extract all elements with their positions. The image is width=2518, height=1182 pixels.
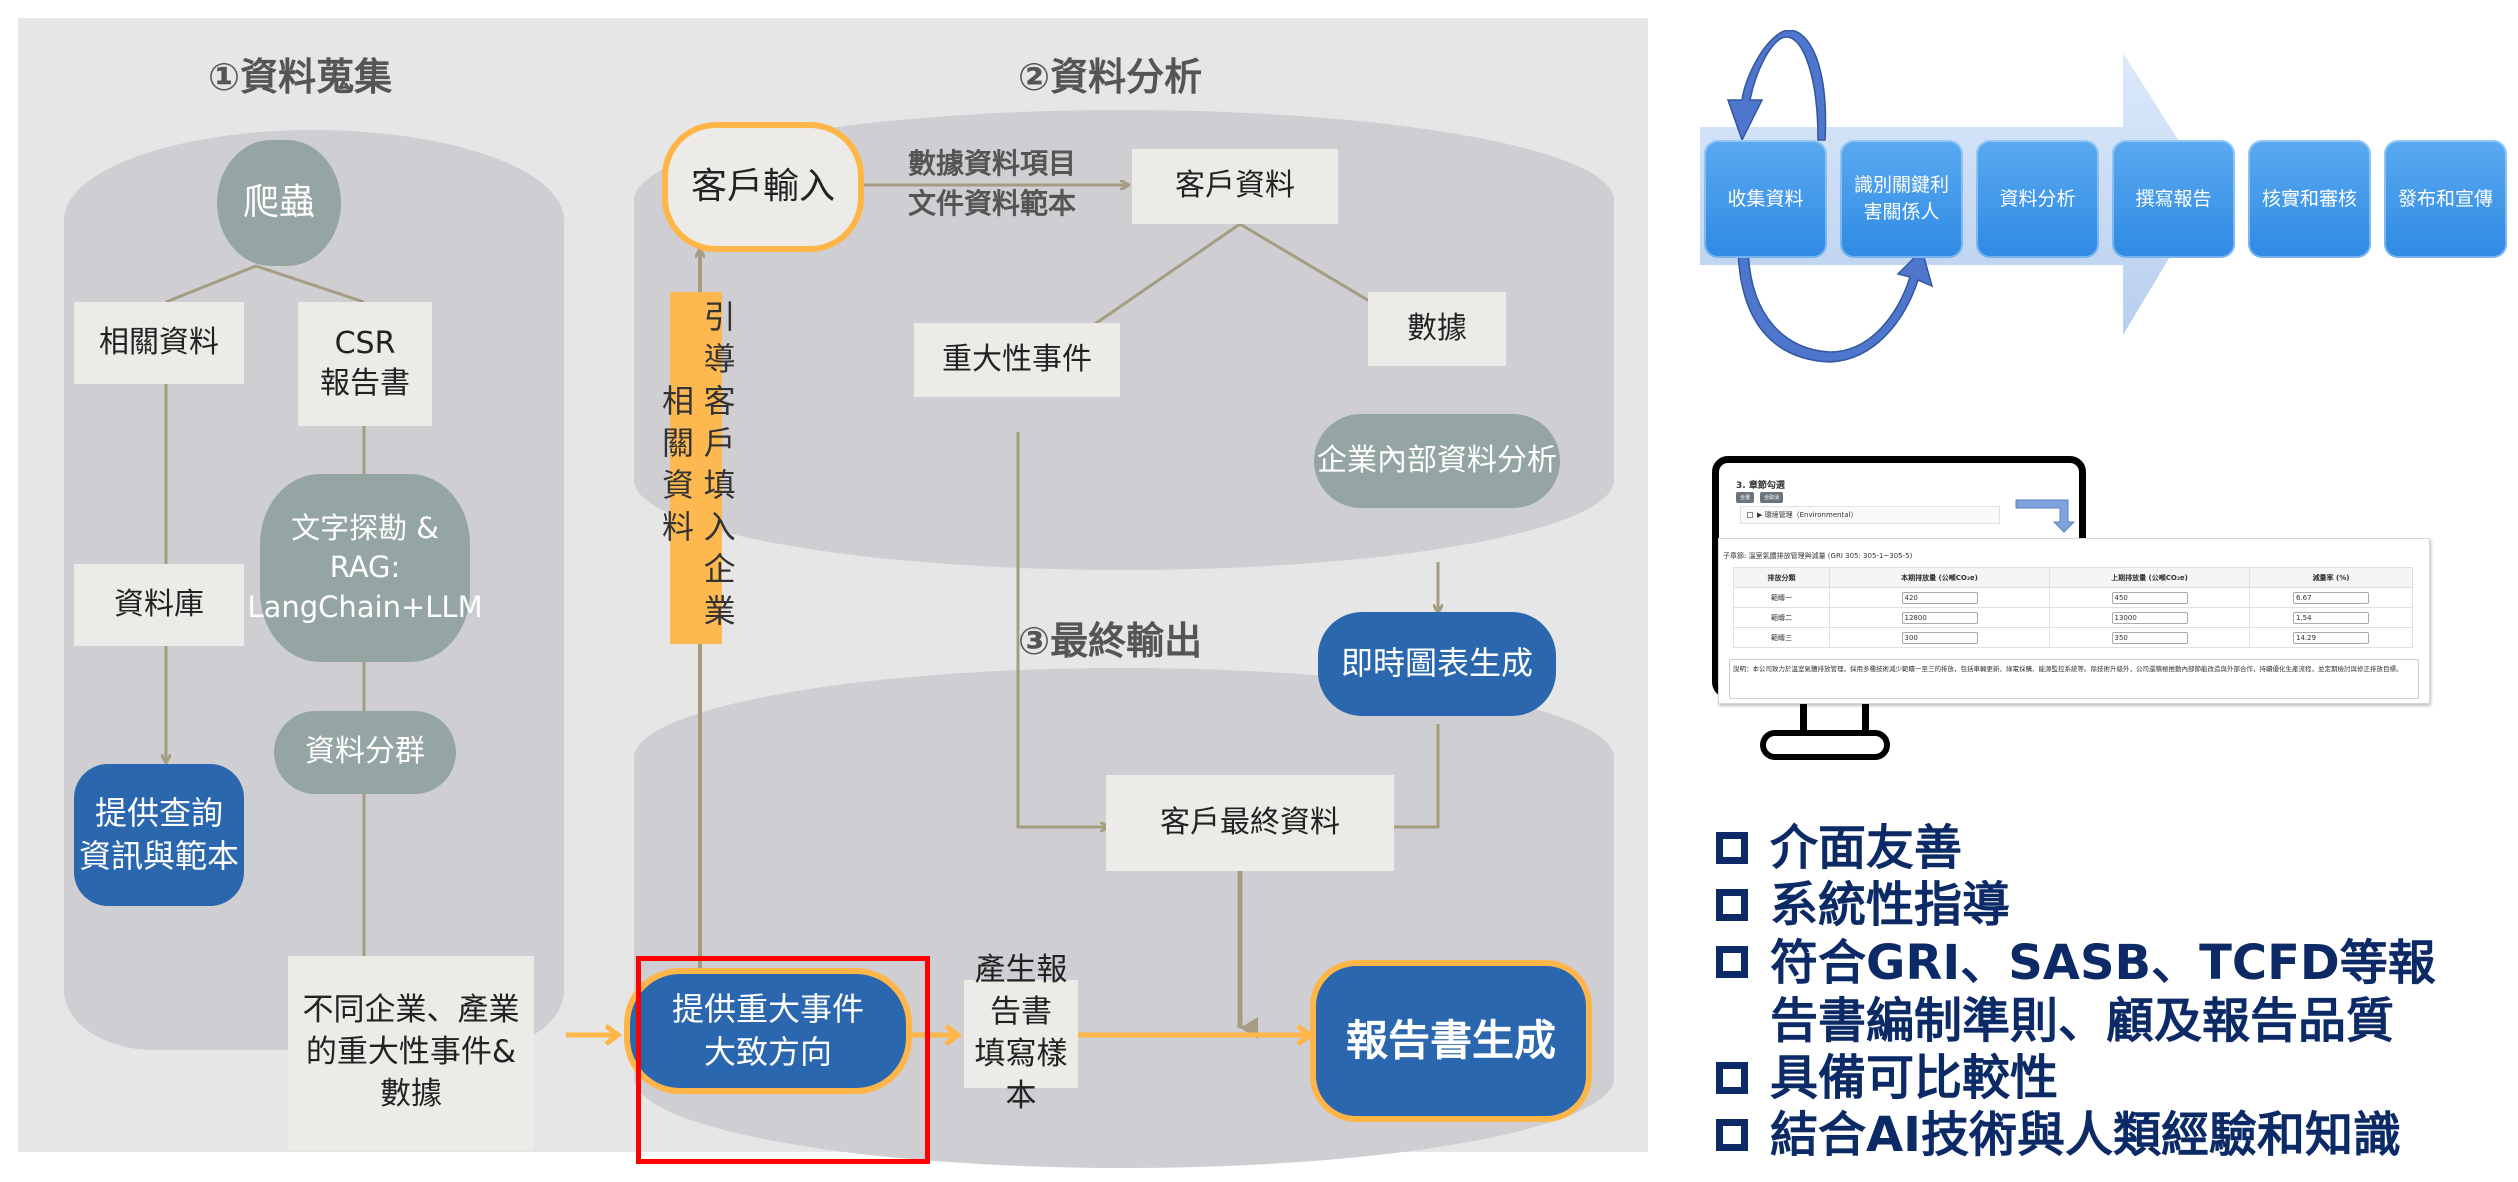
- feature-text: 介面友善: [1770, 820, 1963, 876]
- node-data: 數據: [1368, 292, 1506, 366]
- bent-arrow-icon: [2015, 499, 2076, 533]
- column-header: 減量率 (%): [2249, 567, 2413, 588]
- node-material-events: 重大性事件: [914, 323, 1120, 397]
- section-title-analysis: ②資料分析: [1018, 55, 1203, 99]
- subsection-title: 子章節: 溫室氣體排放管理與減量 (GRI 305: 305-1~305-5): [1723, 552, 1913, 560]
- process-step-5: 核實和審核: [2248, 140, 2371, 258]
- section-title-collection: ①資料蒐集: [208, 55, 393, 99]
- previous-emission-input[interactable]: 13000: [2111, 611, 2188, 624]
- chapter-item-environmental[interactable]: ▶ 環境管理（Environmental）: [1740, 506, 2000, 524]
- node-csr-report: CSR 報告書: [298, 302, 432, 426]
- highlight-box: [636, 956, 930, 1164]
- emission-table: 排放分類 本期排放量 (公噸CO₂e) 上期排放量 (公噸CO₂e) 減量率 (…: [1733, 567, 2413, 648]
- description-textarea[interactable]: 說明：本公司致力於溫室氣體排放管理，採用多種技術減少範疇一至三的排放，包括車輛更…: [1729, 659, 2419, 699]
- node-client-final-data: 客戶最終資料: [1106, 775, 1394, 871]
- chapter-checkbox[interactable]: [1747, 512, 1753, 518]
- monitor-stand-left: [1800, 698, 1807, 734]
- select-all-button[interactable]: 全選: [1736, 492, 1755, 503]
- table-row: 範疇三 300 350 14.29: [1733, 627, 2413, 648]
- process-step-1: 收集資料: [1704, 140, 1827, 258]
- guide-client-label: 引導客戶填入企業相關資料: [657, 292, 737, 644]
- process-step-4: 撰寫報告: [2112, 140, 2235, 258]
- node-realtime-chart-generation: 即時圖表生成: [1318, 612, 1556, 716]
- feature-item: 符合GRI、SASB、TCFD等報 告書編制準則、顧及報告品質: [1716, 934, 2436, 1050]
- node-industry-material-events: 不同企業、產業 的重大性事件& 數據: [288, 956, 534, 1150]
- feature-text: 符合GRI、SASB、TCFD等報 告書編制準則、顧及報告品質: [1770, 935, 2436, 1049]
- feature-text: 具備可比較性: [1770, 1050, 2059, 1106]
- node-client-input: 客戶輸入: [662, 122, 864, 252]
- node-report-sample: 產生報告書 填寫樣本: [964, 952, 1078, 1114]
- checkbox-icon: [1716, 889, 1748, 921]
- checkbox-icon: [1716, 1062, 1748, 1094]
- feature-item: 結合AI技術與人類經驗和知識: [1716, 1107, 2436, 1164]
- cycle-arrow-bottom-icon: [1737, 247, 1934, 363]
- column-header: 排放分類: [1733, 567, 1830, 588]
- node-database: 資料庫: [74, 564, 244, 646]
- feature-text: 系統性指導: [1770, 877, 2011, 933]
- monitor-stand-right: [1862, 698, 1869, 734]
- edge-label-data-items: 數據資料項目: [908, 147, 1077, 180]
- emission-table-card: 子章節: 溫室氣體排放管理與減量 (GRI 305: 305-1~305-5) …: [1718, 538, 2430, 704]
- node-text-mining-rag: 文字探勘 & RAG: LangChain+LLM: [247, 474, 483, 662]
- node-crawler: 爬蟲: [217, 140, 341, 266]
- row-category: 範疇二: [1733, 607, 1830, 628]
- node-provide-query-templates: 提供查詢 資訊與範本: [74, 764, 244, 906]
- previous-emission-input[interactable]: 450: [2111, 591, 2188, 604]
- feature-item: 系統性指導: [1716, 877, 2436, 934]
- checkbox-icon: [1716, 832, 1748, 864]
- chapter-select-panel: 3. 章節勾選 全選 全取消 ▶ 環境管理（Environmental）: [1728, 466, 2008, 548]
- feature-item: 介面友善: [1716, 820, 2436, 877]
- deselect-all-button[interactable]: 全取消: [1760, 492, 1784, 503]
- previous-emission-input[interactable]: 350: [2111, 631, 2188, 644]
- feature-text: 結合AI技術與人類經驗和知識: [1770, 1107, 2402, 1163]
- checkbox-icon: [1716, 1119, 1748, 1151]
- flow-diagram-panel: ①資料蒐集 ②資料分析 ③最終輸出: [18, 18, 1648, 1168]
- node-data-clustering: 資料分群: [274, 711, 456, 794]
- cycle-arrow-top-icon: [1726, 30, 1827, 142]
- table-row: 範疇二 12800 13000 1.54: [1733, 607, 2413, 628]
- process-step-6: 發布和宣傳: [2384, 140, 2507, 258]
- checkbox-icon: [1716, 946, 1748, 978]
- reduction-rate-input[interactable]: 14.29: [2293, 631, 2369, 644]
- feature-item: 具備可比較性: [1716, 1050, 2436, 1107]
- row-category: 範疇一: [1733, 587, 1830, 608]
- column-header: 上期排放量 (公噸CO₂e): [2049, 567, 2250, 588]
- reduction-rate-input[interactable]: 6.67: [2293, 591, 2369, 604]
- node-related-data: 相關資料: [74, 302, 244, 384]
- monitor-base: [1760, 730, 1890, 760]
- current-emission-input[interactable]: 300: [1901, 631, 1978, 644]
- feature-list: 介面友善 系統性指導 符合GRI、SASB、TCFD等報 告書編制準則、顧及報告…: [1716, 820, 2436, 1164]
- process-step-3: 資料分析: [1976, 140, 2099, 258]
- current-emission-input[interactable]: 420: [1901, 591, 1978, 604]
- node-internal-data-analysis: 企業內部資料分析: [1314, 414, 1560, 508]
- column-header: 本期排放量 (公噸CO₂e): [1829, 567, 2050, 588]
- current-emission-input[interactable]: 12800: [1901, 611, 1978, 624]
- edge-label-document-templates: 文件資料範本: [908, 187, 1077, 220]
- chapter-select-title: 3. 章節勾選: [1736, 481, 1785, 491]
- chapter-item-label: ▶ 環境管理（Environmental）: [1757, 511, 1858, 519]
- node-client-data: 客戶資料: [1132, 149, 1338, 224]
- section-title-output: ③最終輸出: [1018, 619, 1203, 663]
- reduction-rate-input[interactable]: 1.54: [2293, 611, 2369, 624]
- node-provide-direction: 提供重大事件 大致方向: [624, 968, 912, 1094]
- row-category: 範疇三: [1733, 627, 1830, 648]
- table-row: 範疇一 420 450 6.67: [1733, 587, 2413, 608]
- process-step-2: 識別關鍵利 害關係人: [1840, 140, 1963, 258]
- node-report-generation: 報告書生成: [1310, 960, 1592, 1122]
